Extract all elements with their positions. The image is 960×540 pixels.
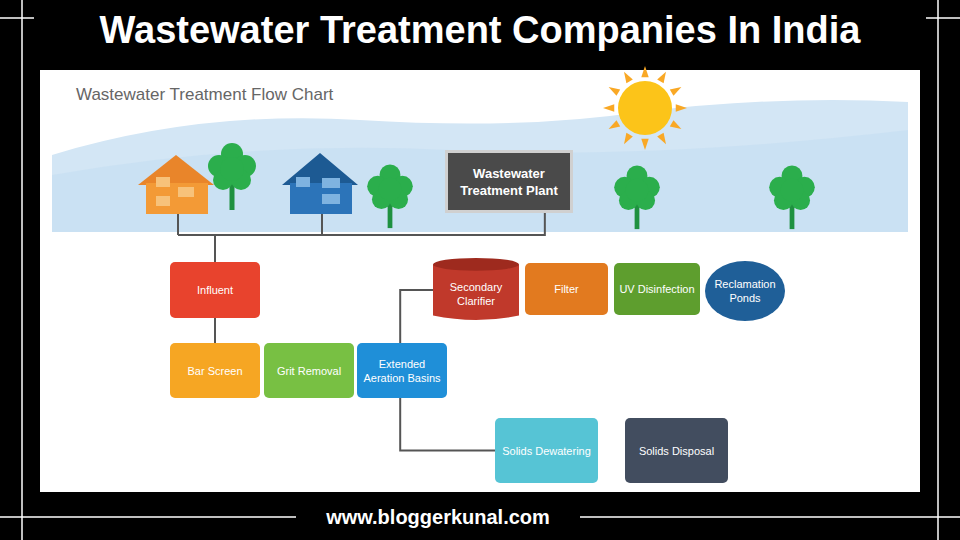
process-box: Influent	[170, 262, 260, 318]
sun-ray	[609, 87, 621, 96]
sun-ray	[641, 139, 648, 150]
connector-line	[214, 318, 216, 343]
sun-ray	[657, 133, 666, 145]
page-title: Wastewater Treatment Companies In India	[0, 6, 960, 54]
node-label: Solids Disposal	[639, 444, 714, 458]
tree-icon	[367, 164, 413, 228]
pond-ellipse: Reclamation Ponds	[705, 261, 785, 321]
node-label: UV Disinfection	[619, 282, 694, 296]
node-label: Reclamation Ponds	[714, 277, 776, 305]
sun-ray	[641, 66, 648, 77]
clarifier-cylinder: Secondary Clarifier	[433, 258, 519, 322]
node-label: Secondary Clarifier	[438, 280, 514, 308]
node-label: Extended Aeration Basins	[362, 357, 442, 385]
plant-box: Wastewater Treatment Plant	[445, 150, 573, 213]
tree-icon	[769, 165, 815, 229]
sun-ray	[670, 87, 682, 96]
sun-ray	[676, 104, 687, 111]
pond-ellipse-outline	[705, 261, 785, 321]
sun-ray	[624, 133, 633, 145]
node-label: Solids Dewatering	[502, 444, 591, 458]
chart-heading: Wastewater Treatment Flow Chart	[76, 84, 333, 106]
process-box: Solids Disposal	[625, 418, 728, 483]
sun-ray	[624, 72, 633, 84]
sun-ray	[657, 72, 666, 84]
node-label: Influent	[197, 283, 233, 297]
tree-icon	[208, 143, 256, 210]
process-box: UV Disinfection	[614, 263, 700, 315]
process-box: Grit Removal	[264, 343, 354, 398]
process-box: Filter	[525, 263, 608, 315]
tree-icon	[614, 165, 660, 229]
connector-line	[215, 213, 545, 262]
node-label: Wastewater Treatment Plant	[453, 165, 565, 199]
sun-ray	[670, 120, 682, 129]
connector-line	[400, 398, 495, 451]
node-label: Bar Screen	[187, 364, 242, 378]
node-label: Filter	[554, 282, 578, 296]
website-watermark: www.bloggerkunal.com	[300, 503, 576, 531]
process-box: Solids Dewatering	[495, 418, 598, 483]
process-box: Extended Aeration Basins	[357, 343, 447, 398]
sun-ray	[603, 104, 614, 111]
sun-ray	[609, 120, 621, 129]
connector-line	[400, 290, 433, 343]
node-label: Grit Removal	[277, 364, 341, 378]
process-box: Bar Screen	[170, 343, 260, 398]
